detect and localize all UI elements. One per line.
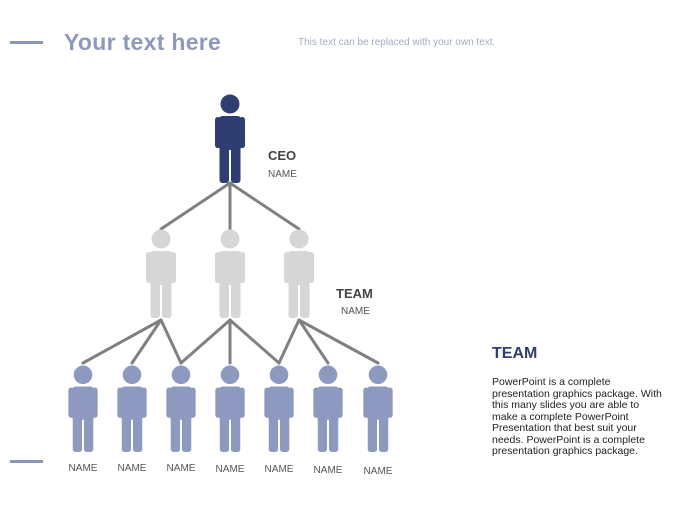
member-name-4: NAME	[216, 464, 245, 475]
team-connector-8	[297, 318, 330, 365]
member-person-icon-3	[166, 365, 196, 452]
member-person-icon-2	[117, 365, 147, 452]
ceo-connector-3	[228, 181, 301, 231]
info-title: TEAM	[492, 345, 538, 362]
team-connector-4	[179, 318, 232, 365]
member-labels: NAME NAME NAME NAME NAME NAME NAME	[69, 463, 393, 477]
top-accent-bar	[10, 41, 43, 44]
team-person-icon-3	[284, 229, 314, 318]
team-person-icon-1	[146, 229, 176, 318]
member-person-icon-6	[313, 365, 343, 452]
team-connector-2	[130, 318, 163, 365]
member-name-5: NAME	[265, 464, 294, 475]
member-person-icon-1	[68, 365, 98, 452]
ceo-title: CEO	[268, 148, 296, 163]
ceo-connector-1	[159, 181, 232, 231]
member-name-7: NAME	[364, 466, 393, 477]
member-name-3: NAME	[167, 463, 196, 474]
member-person-icon-5	[264, 365, 294, 452]
team-connector-9	[297, 318, 380, 365]
page-title: Your text here	[64, 29, 222, 55]
member-name-6: NAME	[314, 465, 343, 476]
member-name-2: NAME	[118, 463, 147, 474]
member-person-icon-7	[363, 365, 393, 452]
team-person-icon-2	[215, 229, 245, 318]
member-name-1: NAME	[69, 463, 98, 474]
team-connector-3	[159, 318, 183, 365]
team-connector-1	[81, 318, 163, 365]
team-name: NAME	[341, 306, 370, 317]
people	[68, 94, 393, 452]
team-title: TEAM	[336, 286, 373, 301]
page-subtitle: This text can be replaced with your own …	[298, 37, 496, 48]
bottom-accent-bar	[10, 460, 43, 463]
team-connector-6	[228, 318, 281, 365]
info-text: PowerPoint is a complete presentation gr…	[492, 376, 662, 457]
ceo-name: NAME	[268, 169, 297, 180]
connectors	[81, 181, 380, 365]
team-connector-7	[277, 318, 301, 365]
ceo-person-icon	[215, 94, 245, 183]
member-person-icon-4	[215, 365, 245, 452]
